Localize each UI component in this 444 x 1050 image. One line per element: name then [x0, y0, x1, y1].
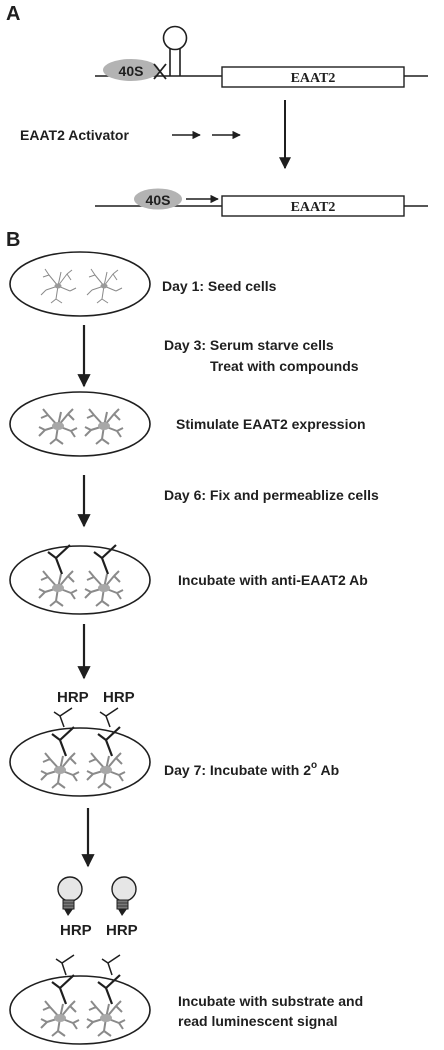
gene-box-bottom [221, 195, 405, 217]
hrp-label: HRP [106, 922, 138, 939]
hairpin-icon [162, 25, 188, 51]
cell-dish-icon [9, 391, 151, 457]
step-1-text: Day 1: Seed cells [162, 278, 277, 294]
activator-label: EAAT2 Activator [20, 127, 129, 143]
hairpin-stem [169, 49, 181, 76]
step-2-text-2: Treat with compounds [210, 358, 359, 374]
hrp-label: HRP [60, 922, 92, 939]
antibody-icon [97, 726, 121, 757]
cell-dish-icon [9, 727, 151, 797]
cross-icon [153, 63, 167, 80]
step-4-text: Day 6: Fix and permeablize cells [164, 487, 379, 503]
ribosome-label: 40S [119, 63, 144, 79]
hrp-label: HRP [103, 689, 135, 706]
antibody-icon [55, 954, 75, 976]
hrp-label: HRP [57, 689, 89, 706]
ribosome-icon [103, 59, 159, 81]
step-5-text: Incubate with anti-EAAT2 Ab [178, 572, 368, 588]
antibody-icon [101, 954, 121, 976]
gene-label: EAAT2 [291, 71, 336, 86]
step-3-text: Stimulate EAAT2 expression [176, 416, 366, 432]
antibody-icon [97, 974, 121, 1005]
cell-dish-icon [9, 545, 151, 615]
gene-bottom-label: EAAT2 [291, 200, 336, 215]
gene-box [221, 66, 405, 88]
step-7-text-1: Incubate with substrate and [178, 993, 363, 1009]
lightbulb-icon [111, 876, 137, 916]
step-2-text-1: Day 3: Serum starve cells [164, 337, 334, 353]
antibody-icon [51, 974, 75, 1005]
antibody-icon [47, 544, 71, 575]
panel-b-label: B [6, 229, 20, 251]
antibody-icon [99, 707, 119, 728]
antibody-icon [93, 544, 117, 575]
cell-dish-icon [9, 251, 151, 317]
antibody-icon [51, 726, 75, 757]
lightbulb-icon [57, 876, 83, 916]
step-6-text: Day 7: Incubate with 2o Ab [164, 760, 339, 778]
antibody-icon [53, 707, 73, 728]
cell-dish-icon [9, 975, 151, 1045]
ribosome-bottom-label: 40S [146, 192, 171, 208]
step-7-text-2: read luminescent signal [178, 1013, 338, 1029]
ribosome-icon [134, 188, 182, 210]
panel-a-label: A [6, 3, 20, 25]
